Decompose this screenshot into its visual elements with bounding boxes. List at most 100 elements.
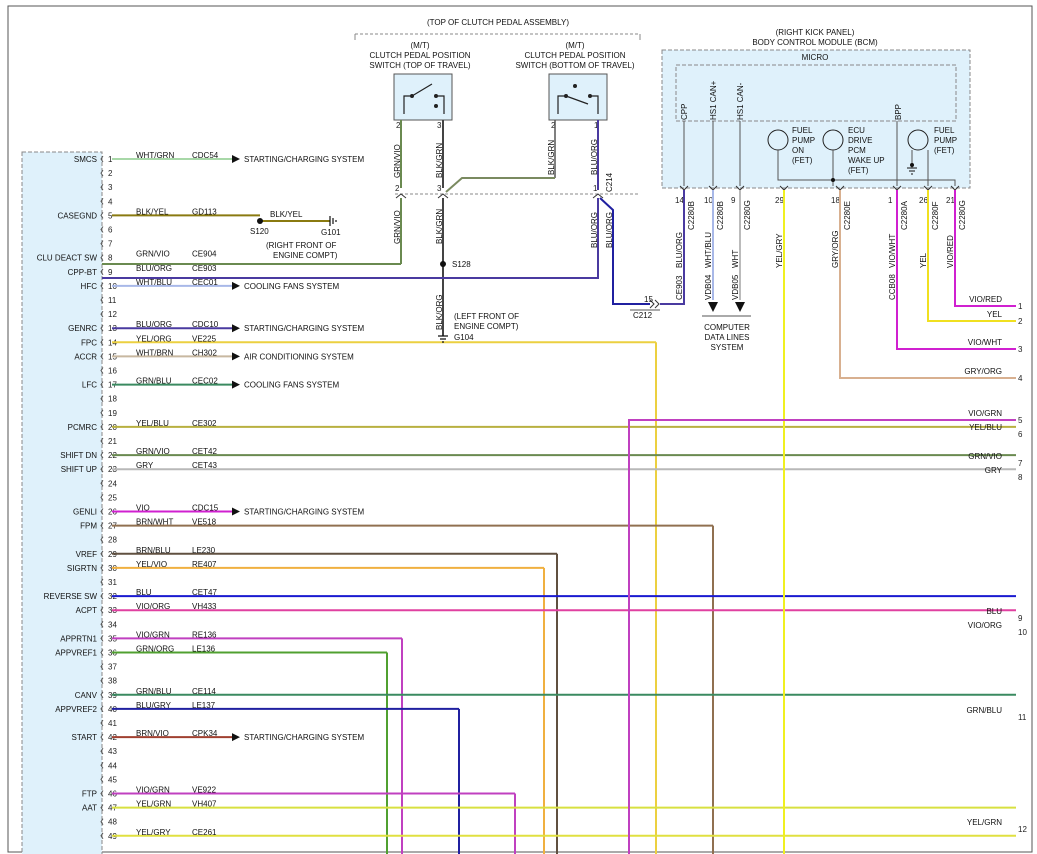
blk-yel-label: BLK/YEL <box>270 210 303 219</box>
wire-color: BLU/ORG <box>136 320 172 329</box>
pin-num: 1 <box>108 155 113 164</box>
wire-circuit: RE136 <box>192 630 217 639</box>
pin-label: SHIFT DN <box>60 451 97 460</box>
arrow-icon <box>232 507 240 516</box>
pin-terminal <box>100 705 104 713</box>
clutch-switch-bottom <box>548 73 608 121</box>
wire-circuit: GD113 <box>192 207 217 216</box>
right-wire-color: GRN/BLU <box>966 706 1002 715</box>
svg-text:1: 1 <box>594 121 599 130</box>
right-wire-color: BLU <box>986 607 1002 616</box>
wire-color: YEL/ORG <box>136 334 172 343</box>
bcm-pin-color: VIO/RED <box>946 235 955 268</box>
pin-terminal <box>100 776 104 783</box>
right-wire-num: 7 <box>1018 459 1023 468</box>
module-box <box>21 151 103 854</box>
arrow-icon <box>232 155 240 163</box>
sw2-line2: CLUTCH PEDAL POSITION <box>524 51 625 60</box>
pin-terminal <box>100 198 104 205</box>
wire-destination: COOLING FANS SYSTEM <box>244 381 339 390</box>
bcm-header1: (RIGHT KICK PANEL) <box>776 28 855 37</box>
sw2-line1: (M/T) <box>565 41 584 50</box>
pin-label: GENRC <box>68 324 97 333</box>
bcm-wire <box>660 190 685 305</box>
fuel-pump-on-label: (FET) <box>792 156 813 165</box>
pin-terminal <box>100 423 104 431</box>
pin-label: APPVREF2 <box>55 705 97 714</box>
right-wire-num: 1 <box>1018 302 1023 311</box>
pin-terminal <box>100 268 104 276</box>
arrow-icon <box>232 324 240 333</box>
wire-color: WHT/BLU <box>136 278 172 287</box>
wire-color: YEL/GRY <box>136 828 171 837</box>
pin-terminal <box>100 677 104 684</box>
ecu-drive-label: (FET) <box>848 166 869 175</box>
wire-circuit: CDC10 <box>192 320 219 329</box>
right-wire-color: YEL <box>987 310 1003 319</box>
right-wire-num: 12 <box>1018 825 1027 834</box>
pin-terminal <box>100 621 104 628</box>
pin-label: GENLI <box>73 508 97 517</box>
arrow-icon <box>232 352 240 361</box>
bot-blu-org: BLU/ORG <box>590 139 599 175</box>
wire-circuit: CET43 <box>192 461 217 470</box>
wire-destination: STARTING/CHARGING SYSTEM <box>244 155 364 164</box>
bcm-pin-num: 1 <box>888 196 893 205</box>
wire-color: VIO <box>136 504 150 513</box>
pin-label: FPM <box>80 522 97 531</box>
pin-terminal <box>100 719 104 727</box>
pin-label: AAT <box>82 804 97 813</box>
pin-terminal <box>100 324 104 332</box>
pin-terminal <box>100 465 104 473</box>
pin-num: 41 <box>108 719 117 728</box>
bcm-pin-connector: C2280F <box>931 201 940 230</box>
pin-terminal <box>100 367 104 374</box>
pin-num: 2 <box>108 169 113 178</box>
bcm-header2: BODY CONTROL MODULE (BCM) <box>752 38 878 47</box>
pin-num: 8 <box>108 254 113 263</box>
bcm-pin-num: 10 <box>704 196 713 205</box>
pin-label: ACCR <box>74 352 97 361</box>
wire-circuit: LE137 <box>192 701 216 710</box>
s128-label: S128 <box>452 260 471 269</box>
g104-loc2: ENGINE COMPT) <box>454 322 519 331</box>
pin-terminal <box>100 762 104 769</box>
bcm-pin-connector: C2280B <box>716 201 725 230</box>
fuel-pump-fet-label: (FET) <box>934 146 955 155</box>
pin-label: SIGRTN <box>67 564 97 573</box>
pin-num: 5 <box>108 211 113 220</box>
right-wire-color: GRN/VIO <box>968 452 1002 461</box>
bcm-pin-circuit: CCB08 <box>888 274 897 300</box>
bcm-pin-num: 21 <box>946 196 955 205</box>
wire-color: BRN/WHT <box>136 518 173 527</box>
pin-num: 48 <box>108 818 117 827</box>
wire-circuit: CPK34 <box>192 729 218 738</box>
pin-label: CLU DEACT SW <box>37 254 98 263</box>
computer-data-lines-label: DATA LINES <box>704 333 749 342</box>
wire-color: GRN/BLU <box>136 377 172 386</box>
micro-label: MICRO <box>802 53 829 62</box>
pin-terminal <box>100 480 104 487</box>
pin-label: HFC <box>81 282 98 291</box>
wire-circuit: CE302 <box>192 419 217 428</box>
g104-label: G104 <box>454 333 474 342</box>
computer-data-lines-label: COMPUTER <box>704 323 750 332</box>
arrow-down-icon <box>735 302 745 312</box>
wire-color: BRN/VIO <box>136 729 169 738</box>
clutch-switch-top <box>393 73 453 121</box>
sw1-line1: (M/T) <box>410 41 429 50</box>
pin-terminal <box>100 508 104 515</box>
low-blu-org-2: BLU/ORG <box>605 212 614 248</box>
right-wire-color: YEL/BLU <box>969 423 1002 432</box>
pin-label: PCMRC <box>68 423 98 432</box>
wire-color: WHT/BRN <box>136 348 174 357</box>
pin-label: SMCS <box>74 155 97 164</box>
pin-terminal <box>100 733 104 741</box>
pin-num: 24 <box>108 479 117 488</box>
pin-label: ACPT <box>76 606 97 615</box>
low-grn-vio: GRN/VIO <box>393 210 402 244</box>
pin-num: 11 <box>108 296 117 305</box>
pin-terminal <box>100 254 104 261</box>
wire-circuit: LE136 <box>192 645 216 654</box>
wire-color: BRN/BLU <box>136 546 171 555</box>
